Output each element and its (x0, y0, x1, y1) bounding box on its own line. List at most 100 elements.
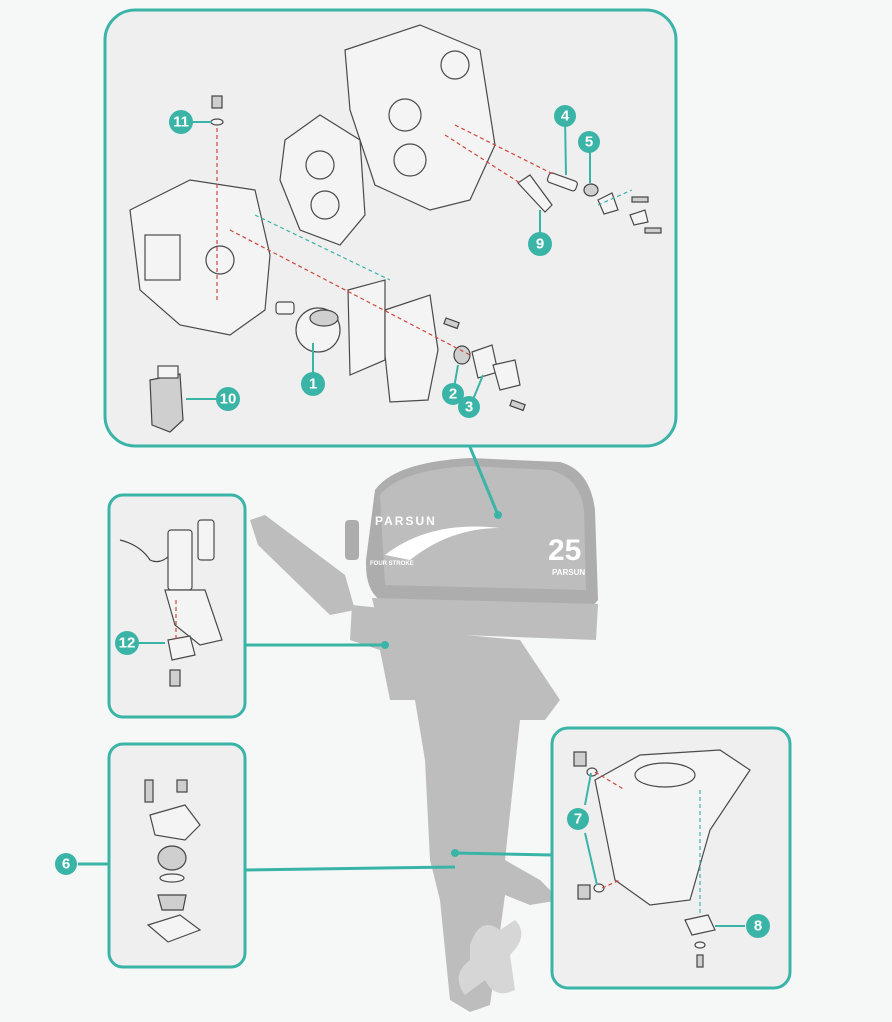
callout-label-1: 1 (309, 376, 317, 393)
cap-part (583, 183, 599, 197)
drain-bolt-part (211, 95, 223, 109)
pump-liner-part (157, 845, 187, 871)
callout-label-9: 9 (536, 236, 544, 253)
cylinder-bore-1 (388, 98, 422, 132)
callout-3[interactable]: 3 (458, 396, 480, 418)
head-port (440, 50, 470, 80)
trim-plug-part (167, 635, 196, 661)
thermostat-cover-part (492, 359, 521, 391)
temperature-sensor-part (149, 373, 184, 433)
crankcase-block-part (129, 179, 271, 336)
gasket-hole-1 (305, 150, 335, 180)
callout-label-12: 12 (119, 635, 136, 652)
cowling-swoosh (385, 526, 500, 560)
callout-label-10: 10 (220, 391, 237, 408)
mounting-bracket (350, 605, 425, 700)
callout-leader-7b (584, 832, 598, 886)
callout-label-8: 8 (754, 918, 762, 935)
tiller-lever (345, 520, 359, 560)
callout-10[interactable]: 10 (216, 387, 240, 411)
cowling-badge: PARSUN (552, 568, 585, 577)
callout-label-4: 4 (561, 108, 570, 125)
bracket-bolt-2 (644, 227, 662, 234)
pump-plate-part (146, 914, 202, 943)
gasket-hole-2 (310, 190, 340, 220)
gearcase-bolt-1 (573, 751, 587, 767)
thermostat-part (453, 345, 471, 365)
outboard-motor: PARSUN FOUR STROKE 25 PARSUN (250, 458, 598, 1012)
leader-lines (78, 446, 553, 872)
engine-panel-frame (103, 8, 678, 448)
anode-part (684, 914, 716, 936)
callout-4[interactable]: 4 (554, 105, 576, 127)
cowling-tagline: FOUR STROKE (370, 561, 414, 567)
gearcase-part (594, 749, 751, 906)
plate-bolt (443, 317, 460, 330)
pump-bolt-1 (144, 779, 154, 803)
guide-line-plug (444, 134, 521, 184)
drain-washer-part (210, 118, 224, 126)
leader-gearcase (454, 851, 553, 857)
callout-label-7: 7 (574, 811, 582, 828)
thermostat-housing-part (384, 294, 439, 403)
propeller (458, 920, 522, 995)
spark-plug-part (517, 174, 553, 213)
callout-11[interactable]: 11 (169, 110, 193, 134)
trim-cylinder-part (167, 529, 193, 591)
callout-label-5: 5 (585, 134, 593, 151)
callout-2[interactable]: 2 (442, 383, 464, 405)
callout-label-11: 11 (173, 114, 189, 131)
callout-6[interactable]: 6 (55, 853, 77, 875)
leader-gearcase-dot (451, 849, 459, 857)
guide-line-thermostat (229, 229, 471, 356)
gearcase-top-plate (634, 762, 696, 788)
trim-bolt-part (169, 669, 181, 687)
tiller-handle (250, 515, 355, 615)
anode-bolt (696, 954, 704, 968)
callout-leader-7a (584, 772, 592, 806)
callout-1[interactable]: 1 (301, 372, 325, 396)
crankcase-cavity (144, 234, 181, 281)
horsepower-badge: 25 (548, 534, 581, 567)
filter-adapter (275, 301, 295, 315)
pump-washer-part (159, 873, 185, 883)
guide-line-plate (254, 214, 391, 281)
thermostat-bolt (509, 399, 526, 412)
bracket-bolt-1 (631, 196, 649, 203)
crankcase-port (205, 245, 235, 275)
callout-label-2: 2 (449, 386, 457, 403)
gearcase-guide-1 (594, 771, 626, 791)
pump-housing-part (149, 804, 201, 841)
guide-line-pin (454, 124, 556, 176)
leader-top-dot (494, 511, 502, 519)
sensor-cap (157, 365, 179, 379)
lower-cowl (372, 598, 598, 640)
gearcase-bolt-2 (577, 884, 591, 900)
drive-shaft-housing (410, 630, 560, 1012)
sensor-wire (119, 539, 171, 563)
oil-filter-top (309, 309, 339, 327)
pump-bolt-2 (176, 779, 188, 793)
callout-label-6: 6 (62, 856, 70, 873)
cylinder-bore-2 (393, 143, 427, 177)
callout-12[interactable]: 12 (115, 631, 139, 655)
water-pump-panel (107, 742, 247, 969)
trim-bracket-part (164, 589, 223, 646)
trim-rod-part (197, 519, 215, 561)
callout-9[interactable]: 9 (528, 232, 552, 256)
anode-washer (694, 941, 706, 949)
leader-top (468, 446, 500, 516)
gearcase-washer-2 (593, 883, 605, 893)
engine-block-panel (103, 8, 678, 448)
callout-8[interactable]: 8 (746, 914, 770, 938)
pin-part (546, 172, 578, 192)
bracket-nut (629, 209, 649, 226)
leader-tilt-dot (381, 641, 389, 649)
callout-5[interactable]: 5 (578, 131, 600, 153)
cover-plate-part (347, 279, 386, 376)
callout-7[interactable]: 7 (567, 808, 589, 830)
callout-label-3: 3 (465, 399, 473, 416)
gearcase-guide-2 (601, 879, 621, 889)
gearcase-panel (550, 726, 792, 990)
